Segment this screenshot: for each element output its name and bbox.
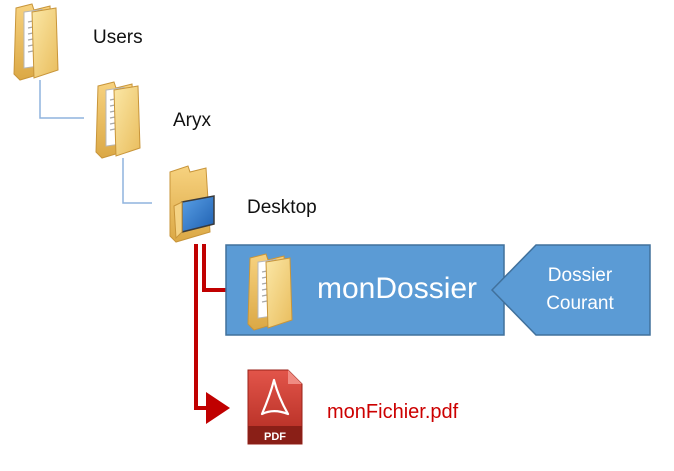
callout-line-1: Dossier xyxy=(547,265,613,286)
callout-shape xyxy=(490,244,651,336)
node-label-desktop: Desktop xyxy=(247,197,317,218)
current-folder-label: monDossier xyxy=(317,272,478,305)
folder-icon xyxy=(95,81,141,159)
folder-icon xyxy=(13,3,59,81)
connector-aryx-desktop xyxy=(122,158,152,204)
pdf-icon-text: PDF xyxy=(264,431,286,443)
callout-text: Dossier Courant xyxy=(525,262,635,318)
arrow-to-monfichier xyxy=(194,244,230,424)
connector-users-aryx xyxy=(39,80,84,119)
node-label-users: Users xyxy=(93,27,143,48)
arrow-to-mondossier xyxy=(202,244,232,292)
desktop-folder-icon xyxy=(169,165,215,243)
file-label: monFichier.pdf xyxy=(327,401,459,423)
pdf-icon: PDF xyxy=(247,369,303,445)
node-label-aryx: Aryx xyxy=(173,110,211,131)
callout-line-2: Courant xyxy=(546,293,614,314)
folder-icon xyxy=(247,253,293,331)
